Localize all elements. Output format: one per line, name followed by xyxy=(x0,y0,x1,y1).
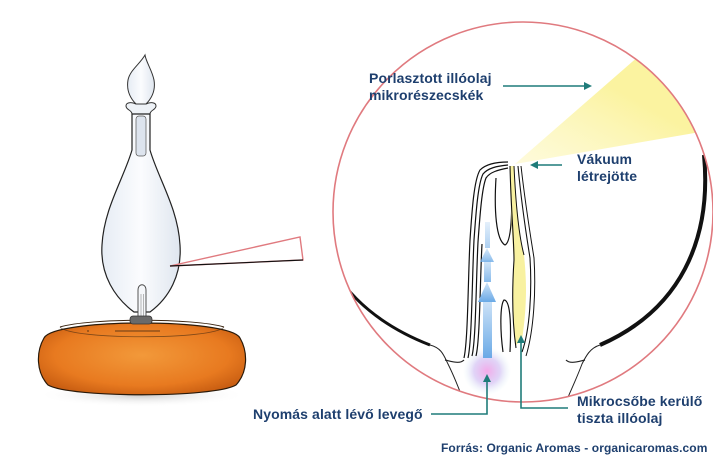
label-pressurized-air: Nyomás alatt lévő levegő xyxy=(253,406,423,422)
label-vacuum-line2: létrejötte xyxy=(577,168,638,184)
label-atomized-oil-line2: mikrorészecskék xyxy=(369,87,484,103)
oil-tube-arrow xyxy=(517,335,568,409)
wooden-base xyxy=(37,319,247,396)
label-atomized-oil-line1: Porlasztott illóolaj xyxy=(369,70,492,86)
pressurized-air-arrow xyxy=(431,374,491,415)
oil-microtube xyxy=(509,165,536,357)
label-oil-tube-line2: tiszta illóolaj xyxy=(577,410,663,426)
label-atomized-oil: Porlasztott illóolaj mikrorészecskék xyxy=(369,70,492,104)
magnifier-circle xyxy=(332,21,713,403)
label-vacuum-line1: Vákuum xyxy=(577,151,633,167)
label-oil-tube-line1: Mikrocsőbe kerülő xyxy=(577,393,703,409)
label-oil-tube: Mikrocsőbe kerülő tiszta illóolaj xyxy=(577,393,702,427)
source-credit: Forrás: Organic Aromas - organicaromas.c… xyxy=(441,441,708,455)
glass-reservoir xyxy=(101,53,181,325)
label-vacuum: Vákuum létrejötte xyxy=(577,151,637,185)
air-tube xyxy=(463,161,509,359)
callout-arrows xyxy=(431,82,592,415)
magnifier-pointer xyxy=(169,236,304,267)
air-flow-arrows xyxy=(478,222,496,358)
